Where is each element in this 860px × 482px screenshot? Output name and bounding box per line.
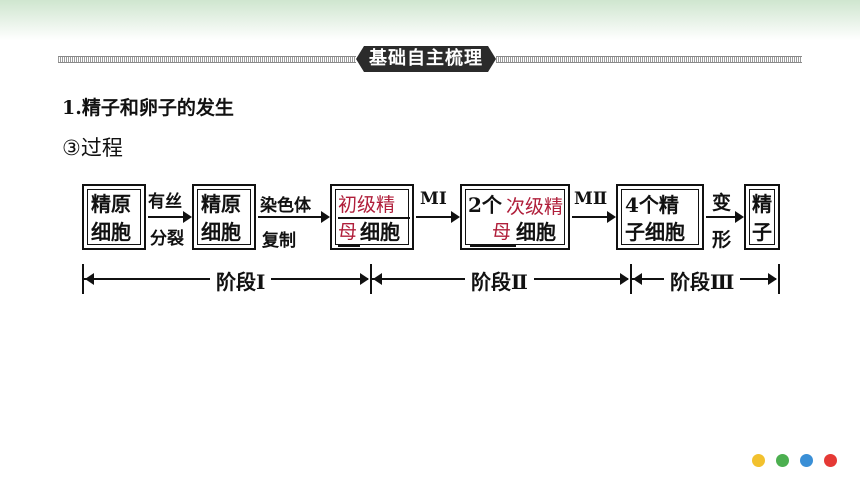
answer-primary-1: 初级精 <box>338 194 396 216</box>
box4-prefix: 2个 <box>468 193 502 217</box>
stage1-label: 阶段Ⅰ <box>210 266 272 295</box>
box6-line1: 精 <box>752 192 772 216</box>
arrow-5 <box>706 211 744 223</box>
arrow1-below-label: 分裂 <box>150 229 184 249</box>
box2-line1: 精原 <box>201 192 241 216</box>
arrow5-below-label: 形 <box>712 229 732 251</box>
answer-mitosis: 有丝 <box>148 192 182 212</box>
arrow-2 <box>258 211 330 223</box>
box3-tail: 细胞 <box>360 220 400 244</box>
stage1-arrowhead-right <box>360 273 369 285</box>
box-spermatogonium: 精原 细胞 <box>82 184 146 250</box>
arrow3-above-label: MⅠ <box>420 189 447 209</box>
arrow5-above-label: 变 <box>712 192 732 214</box>
box2-line2: 细胞 <box>201 220 241 244</box>
blank-underline-3 <box>470 245 516 247</box>
box1-line1: 精原 <box>91 192 131 216</box>
stage-tick-2 <box>370 264 372 294</box>
stage3-arrowhead-right <box>768 273 777 285</box>
section-title: 1.精子和卵子的发生 <box>62 97 234 119</box>
box4-tail: 细胞 <box>516 220 556 244</box>
dot-red <box>824 454 837 467</box>
stage-tick-end <box>778 264 780 294</box>
stage2-label: 阶段Ⅱ <box>465 266 534 295</box>
dot-blue <box>800 454 813 467</box>
sub-title: ③过程 <box>62 136 123 160</box>
box5-line2: 子细胞 <box>625 220 685 244</box>
box-primary-spermatocyte: 初级精 母 细胞 <box>330 184 414 250</box>
arrow-3 <box>416 211 460 223</box>
header-rule-left <box>58 56 356 63</box>
dot-yellow <box>752 454 765 467</box>
header-rule-right <box>496 56 802 63</box>
box-secondary-spermatocyte: 2个 次级精 母 细胞 <box>460 184 570 250</box>
blank-underline-1 <box>338 217 410 219</box>
answer-secondary-1: 次级精 <box>506 196 564 218</box>
answer-primary-2: 母 <box>338 221 358 243</box>
top-gradient-band <box>0 0 860 40</box>
box1-line2: 细胞 <box>91 220 131 244</box>
arrow-4 <box>572 211 616 223</box>
arrow2-below-label: 复制 <box>262 231 296 251</box>
stage-tick-3 <box>630 264 632 294</box>
stage3-label: 阶段Ⅲ <box>664 266 741 295</box>
box6-line2: 子 <box>752 220 772 244</box>
arrow4-above-label: MⅡ <box>574 189 608 209</box>
arrow2-above-label: 染色体 <box>260 196 311 216</box>
blank-underline-2 <box>338 245 360 247</box>
arrow-1 <box>148 211 192 223</box>
answer-secondary-2: 母 <box>492 221 512 243</box>
box-spermatogonium-2: 精原 细胞 <box>192 184 256 250</box>
section-header-badge: 基础自主梳理 <box>356 46 496 72</box>
box-sperm: 精 子 <box>744 184 780 250</box>
box5-line1: 4个精 <box>625 193 679 217</box>
stage-tick-start <box>82 264 84 294</box>
box-spermatid: 4个精 子细胞 <box>616 184 704 250</box>
stage2-arrowhead-right <box>620 273 629 285</box>
dot-green <box>776 454 789 467</box>
